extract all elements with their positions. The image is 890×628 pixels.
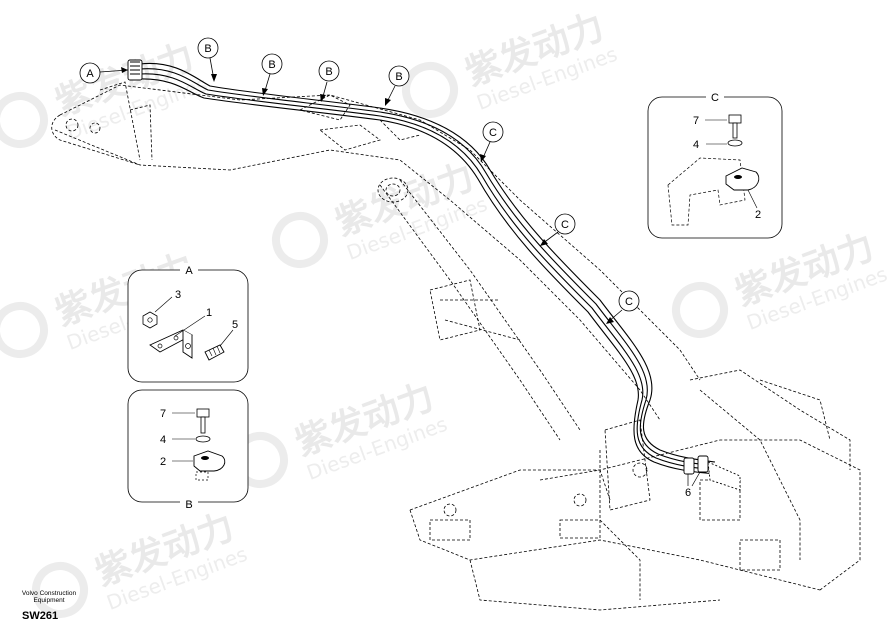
detail-A: A 3 1 5 bbox=[127, 263, 249, 383]
detail-A-part-1: 1 bbox=[206, 307, 212, 319]
callout-C-label: C bbox=[489, 127, 497, 139]
watermark-logo-icon bbox=[32, 562, 88, 618]
callout-C-3: C bbox=[606, 290, 640, 324]
callout-B-label: B bbox=[325, 66, 332, 78]
detail-B-part-2: 2 bbox=[160, 456, 166, 468]
machine-base-outline bbox=[409, 369, 861, 611]
callout-A-label: A bbox=[86, 68, 94, 80]
callout-B-label: B bbox=[204, 43, 211, 55]
callout-C-label: C bbox=[561, 219, 569, 231]
callout-A: A bbox=[79, 62, 129, 84]
callout-B-4: B bbox=[385, 65, 410, 106]
hose-end-fitting-top bbox=[127, 59, 143, 81]
hose-bundle bbox=[139, 62, 716, 475]
callout-C-1: C bbox=[480, 121, 504, 162]
detail-A-part-5: 5 bbox=[232, 319, 238, 331]
callout-B-3: B bbox=[318, 60, 340, 102]
watermark-logo-icon bbox=[272, 212, 328, 268]
detail-C: C 7 4 2 bbox=[647, 90, 783, 239]
callout-B-2: B bbox=[261, 53, 283, 96]
detail-C-part-4: 4 bbox=[693, 139, 699, 151]
detail-C-part-7: 7 bbox=[693, 115, 699, 127]
manufacturer-line-2: Equipment bbox=[33, 597, 65, 604]
hose-end-fittings-bottom bbox=[683, 455, 741, 491]
detail-B: B 7 4 2 bbox=[127, 389, 249, 511]
watermark-logo-icon bbox=[0, 92, 48, 148]
callout-B-label: B bbox=[395, 71, 402, 83]
detail-C-title: C bbox=[711, 92, 719, 104]
callout-C-label: C bbox=[625, 296, 633, 308]
detail-A-title: A bbox=[185, 265, 193, 277]
callout-C-2: C bbox=[540, 213, 576, 246]
footer-caption: Volvo Construction Equipment SW261 bbox=[8, 590, 90, 622]
callout-B-label: B bbox=[268, 59, 275, 71]
callout-B-1: B bbox=[197, 37, 219, 82]
boom-cylinder bbox=[377, 177, 581, 441]
manufacturer-line-1: Volvo Construction bbox=[21, 590, 77, 597]
part-label-6: 6 bbox=[685, 471, 701, 499]
detail-A-part-3: 3 bbox=[175, 289, 181, 301]
part-number-6: 6 bbox=[685, 487, 691, 499]
detail-B-part-7: 7 bbox=[160, 408, 166, 420]
detail-C-part-2: 2 bbox=[755, 209, 761, 221]
watermark-logo-icon bbox=[672, 282, 728, 338]
diagram-code: SW261 bbox=[22, 610, 59, 622]
detail-B-part-4: 4 bbox=[160, 434, 166, 446]
watermark-logo-icon bbox=[402, 62, 458, 118]
detail-B-title: B bbox=[185, 499, 192, 511]
watermark-logo-icon bbox=[0, 302, 48, 358]
